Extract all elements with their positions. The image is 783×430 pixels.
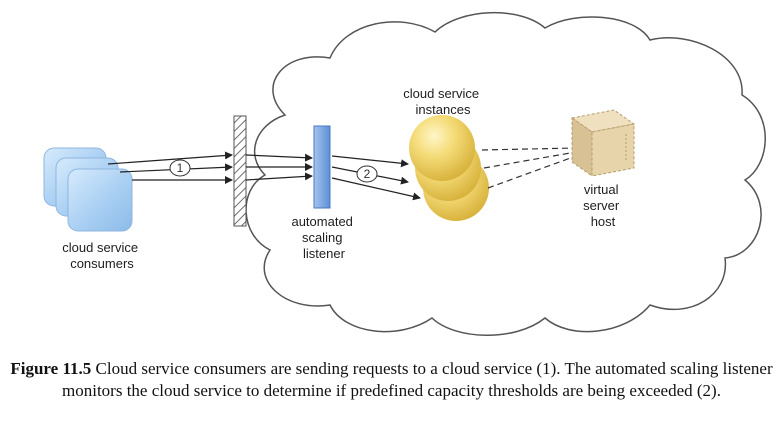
step-2-badge: 2 (356, 165, 378, 183)
listener-label: automated scaling listener (291, 214, 356, 261)
consumers-label: cloud service consumers (62, 240, 142, 271)
host-label: virtual server host (583, 182, 623, 229)
consumer-icon (67, 168, 133, 232)
listener-lines (245, 153, 313, 181)
svg-text:1: 1 (177, 161, 184, 175)
step-1-badge: 1 (169, 159, 191, 177)
instance-sphere (409, 115, 475, 181)
cloud-service-consumers (43, 147, 133, 232)
figure-number: Figure 11.5 (10, 359, 92, 378)
cloud-shape (245, 12, 766, 336)
svg-text:2: 2 (364, 167, 371, 181)
architecture-diagram: cloud service consumers 1 automated scal… (43, 12, 766, 336)
instances-label: cloud service instances (403, 86, 483, 117)
cloud-service-instances (409, 115, 489, 221)
figure-caption-text: Cloud service consumers are sending requ… (62, 359, 773, 400)
automated-scaling-listener (313, 125, 331, 209)
host-dashed-lines (481, 147, 577, 189)
firewall (233, 115, 247, 227)
figure-caption: Figure 11.5 Cloud service consumers are … (10, 358, 773, 402)
virtual-server-host (570, 109, 636, 177)
